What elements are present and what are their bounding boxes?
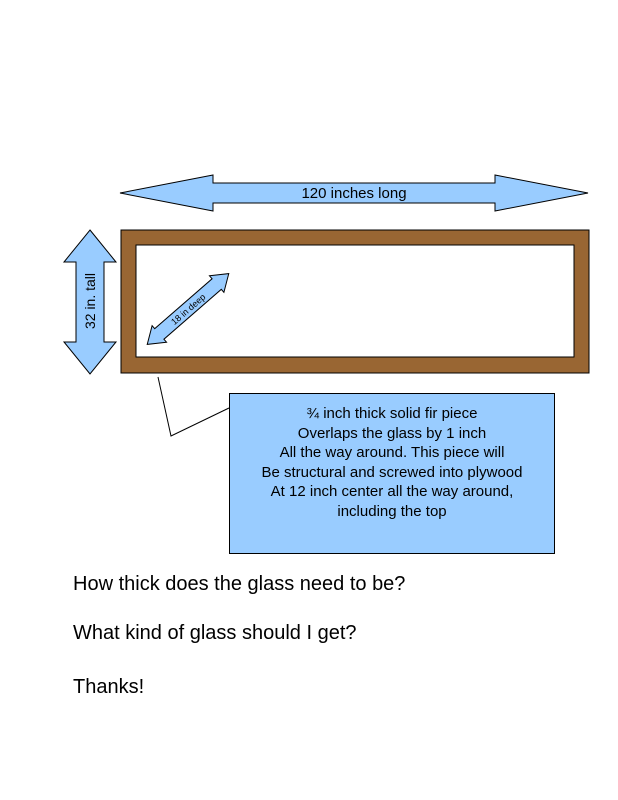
length-arrow	[119, 174, 589, 212]
note-line: including the top	[337, 502, 447, 520]
glass-pane	[135, 244, 575, 358]
note-line: Be structural and screwed into plywood	[261, 463, 523, 481]
callout-leader-line	[157, 376, 230, 437]
question-glass-thickness: How thick does the glass need to be?	[73, 573, 406, 595]
length-label: 120 inches long	[301, 185, 406, 202]
note-line: All the way around. This piece will	[279, 444, 505, 461]
note-line: At 12 inch center all the way around,	[270, 483, 514, 500]
depth-arrow	[146, 272, 230, 346]
note-line: ¾ inch thick solid fir piece	[306, 405, 478, 422]
thanks-text: Thanks!	[73, 676, 145, 698]
height-label: 32 in. tall	[82, 273, 98, 329]
callout-note-box: ¾ inch thick solid fir piece Overlaps th…	[229, 393, 555, 554]
height-arrow	[62, 229, 118, 375]
note-line: Overlaps the glass by 1 inch	[297, 424, 487, 442]
question-glass-type: What kind of glass should I get?	[73, 622, 357, 644]
